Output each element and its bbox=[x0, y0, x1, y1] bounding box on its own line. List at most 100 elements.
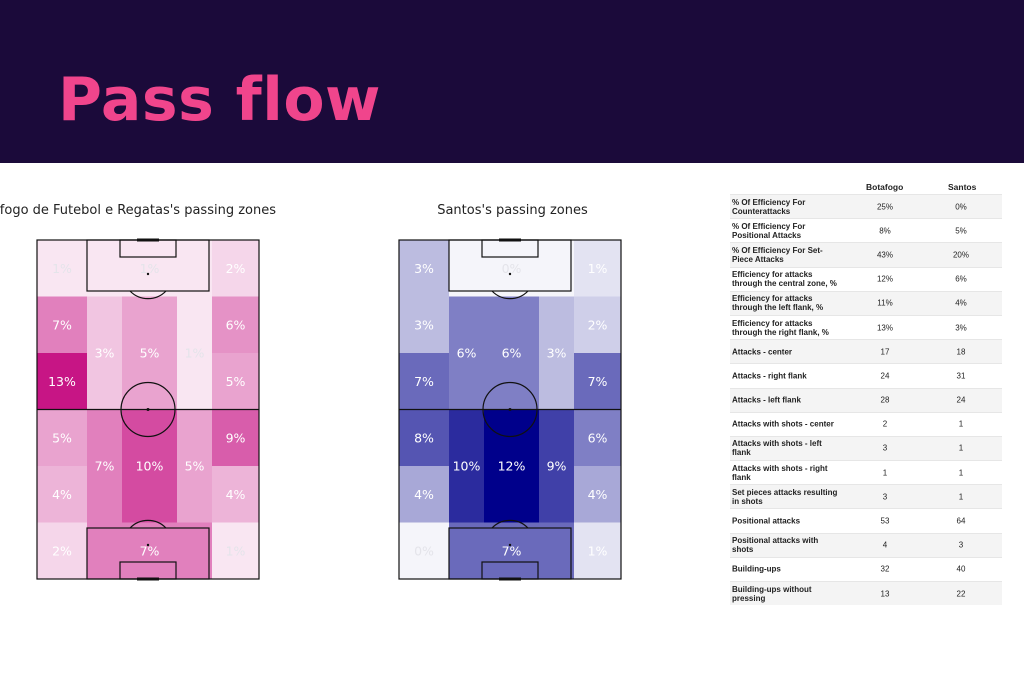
zone-value-label: 7% bbox=[414, 374, 434, 389]
heatmap-cell bbox=[177, 296, 212, 410]
santos-value: 1 bbox=[958, 492, 964, 502]
zone-value-label: 0% bbox=[502, 261, 522, 276]
heatmap-cell bbox=[574, 353, 621, 410]
botafogo-value: 1 bbox=[882, 468, 888, 478]
top-penalty-spot bbox=[508, 272, 512, 276]
santos-value: 24 bbox=[956, 395, 966, 405]
santos-value: 3 bbox=[958, 540, 964, 550]
zone-value-label: 2% bbox=[52, 543, 72, 558]
heatmap-cell bbox=[539, 296, 574, 410]
heatmap-cell bbox=[212, 296, 259, 353]
zone-value-label: 1% bbox=[52, 261, 72, 276]
zone-value-label: 10% bbox=[136, 459, 164, 474]
zone-value-label: 8% bbox=[414, 430, 434, 445]
zone-value-label: 4% bbox=[588, 487, 608, 502]
santos-value: 18 bbox=[956, 347, 966, 357]
zone-value-label: 1% bbox=[140, 261, 160, 276]
bottom-penalty-arc bbox=[129, 519, 167, 529]
heatmap-cell bbox=[212, 353, 259, 410]
heatmap-cell bbox=[212, 522, 259, 579]
bottom-penalty-spot bbox=[146, 543, 150, 547]
heatmap-cell bbox=[399, 353, 449, 410]
botafogo-value: 8% bbox=[879, 226, 891, 236]
top-penalty-spot bbox=[146, 272, 150, 276]
zone-value-label: 6% bbox=[588, 430, 608, 445]
heatmap-cell bbox=[399, 466, 449, 523]
botafogo-value: 25% bbox=[876, 202, 893, 212]
zone-value-label: 1% bbox=[588, 543, 608, 558]
heatmap-cell bbox=[449, 296, 484, 410]
heatmap-cell bbox=[87, 522, 212, 579]
heatmap-cell bbox=[574, 466, 621, 523]
center-spot bbox=[146, 408, 150, 411]
column-header-botafogo: Botafogo bbox=[866, 182, 904, 192]
row-label: Attacks - left flank bbox=[732, 395, 801, 405]
heatmap-cell bbox=[574, 296, 621, 353]
page-title: Pass flow bbox=[58, 65, 381, 135]
heatmap-cell bbox=[399, 522, 449, 579]
bottom-penalty-arc bbox=[491, 519, 529, 529]
botafogo-value: 32 bbox=[880, 564, 890, 574]
heatmap-cell bbox=[87, 409, 122, 523]
santos-value: 40 bbox=[956, 564, 966, 574]
heatmap-cell bbox=[574, 522, 621, 579]
heatmap-cell bbox=[177, 409, 212, 523]
santos-value: 31 bbox=[956, 371, 966, 381]
botafogo-value: 13% bbox=[876, 323, 893, 333]
heatmap-cell bbox=[399, 296, 449, 353]
zone-value-label: 2% bbox=[588, 317, 608, 332]
zone-value-label: 1% bbox=[588, 261, 608, 276]
top-penalty-arc bbox=[491, 290, 529, 300]
zone-value-label: 3% bbox=[547, 346, 567, 361]
santos-value: 6% bbox=[955, 274, 967, 284]
table-row: Efficiency for attacks through the left … bbox=[730, 290, 1002, 315]
heatmap-cell bbox=[37, 240, 87, 297]
row-label: Efficiency for attacks through the right… bbox=[732, 318, 829, 337]
santos-value: 0% bbox=[955, 202, 967, 212]
heatmap-cell bbox=[399, 409, 449, 466]
botafogo-value: 53 bbox=[880, 516, 890, 526]
heatmap-cell bbox=[212, 240, 259, 297]
botafogo-value: 3 bbox=[882, 443, 888, 453]
top-penalty-arc bbox=[129, 290, 167, 300]
zone-value-label: 2% bbox=[226, 261, 246, 276]
heatmap-cell bbox=[212, 409, 259, 466]
santos-value: 4% bbox=[955, 298, 967, 308]
santos-value: 20% bbox=[952, 250, 969, 260]
heatmap-cell bbox=[399, 240, 449, 297]
bottom-penalty-spot bbox=[508, 543, 512, 547]
row-label: Set pieces attacks resulting in shots bbox=[732, 487, 838, 506]
stats-table-body: % Of Efficiency For Counterattacks 25% 0%%… bbox=[730, 194, 1002, 606]
row-label: Attacks with shots - right flank bbox=[732, 463, 828, 482]
row-label: Positional attacks with shots bbox=[732, 536, 819, 555]
santos-value: 3% bbox=[955, 323, 967, 333]
zone-value-label: 7% bbox=[52, 317, 72, 332]
zone-value-label: 5% bbox=[52, 430, 72, 445]
center-spot bbox=[508, 408, 512, 411]
table-row: Efficiency for attacks through the right… bbox=[730, 314, 1002, 339]
botafogo-pitch: 1%1%2%7%3%5%1%6%13%5%5%7%10%5%9%4%4%2%7%… bbox=[36, 238, 260, 581]
heatmap-cell bbox=[574, 240, 621, 297]
row-label: Attacks with shots - center bbox=[732, 419, 834, 429]
row-label: % Of Efficiency For Counterattacks bbox=[732, 197, 806, 216]
heatmap-cell bbox=[539, 409, 574, 523]
santos-passing-zones-chart: Santos's passing zones 3%0%1%3%6%6%3%2%7… bbox=[375, 195, 650, 590]
heatmap-cell bbox=[37, 353, 87, 410]
header-banner: Pass flow bbox=[0, 0, 1024, 163]
botafogo-value: 11% bbox=[877, 298, 893, 308]
heatmap-cell bbox=[37, 522, 87, 579]
botafogo-value: 17 bbox=[880, 347, 890, 357]
botafogo-value: 43% bbox=[876, 250, 893, 260]
heatmap-cell bbox=[574, 409, 621, 466]
zone-value-label: 6% bbox=[226, 317, 246, 332]
zone-value-label: 3% bbox=[95, 346, 115, 361]
zone-value-label: 4% bbox=[52, 487, 72, 502]
botafogo-value: 28 bbox=[880, 395, 890, 405]
zone-value-label: 1% bbox=[226, 543, 246, 558]
heatmap-cell bbox=[212, 466, 259, 523]
zone-value-label: 4% bbox=[226, 487, 246, 502]
